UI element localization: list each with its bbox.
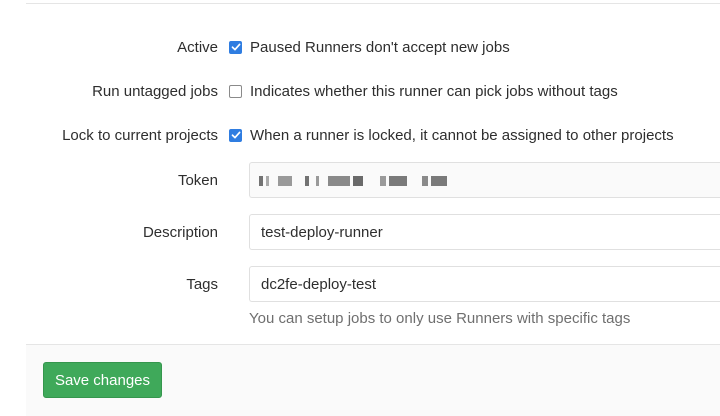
run-untagged-row: Run untagged jobs Indicates whether this… (0, 81, 720, 101)
tags-label: Tags (186, 275, 218, 293)
run-untagged-hint: Indicates whether this runner can pick j… (250, 82, 618, 100)
lock-projects-label: Lock to current projects (62, 126, 218, 144)
active-field: Paused Runners don't accept new jobs (229, 39, 510, 56)
tags-help-text: You can setup jobs to only use Runners w… (249, 310, 631, 327)
lock-projects-field: When a runner is locked, it cannot be as… (229, 127, 674, 144)
lock-projects-row: Lock to current projects When a runner i… (0, 125, 720, 145)
check-icon (231, 131, 240, 139)
run-untagged-label: Run untagged jobs (92, 82, 218, 100)
save-changes-button[interactable]: Save changes (43, 362, 162, 398)
tags-input[interactable] (249, 266, 720, 302)
token-field[interactable] (249, 162, 720, 198)
token-redacted-blur (259, 173, 447, 189)
token-row: Token (0, 170, 720, 190)
run-untagged-checkbox[interactable] (229, 84, 242, 98)
description-label: Description (142, 223, 218, 241)
token-label: Token (177, 171, 218, 189)
active-checkbox[interactable] (229, 40, 242, 54)
run-untagged-field: Indicates whether this runner can pick j… (229, 83, 618, 100)
active-hint: Paused Runners don't accept new jobs (250, 38, 510, 56)
check-icon (231, 43, 240, 51)
lock-projects-hint: When a runner is locked, it cannot be as… (250, 126, 674, 144)
description-row: Description (0, 222, 720, 242)
lock-projects-checkbox[interactable] (229, 128, 242, 142)
active-row: Active Paused Runners don't accept new j… (0, 37, 720, 57)
description-input[interactable] (249, 214, 720, 250)
tags-row: Tags (0, 274, 720, 294)
active-label: Active (177, 38, 218, 56)
form-top-divider (26, 0, 720, 4)
